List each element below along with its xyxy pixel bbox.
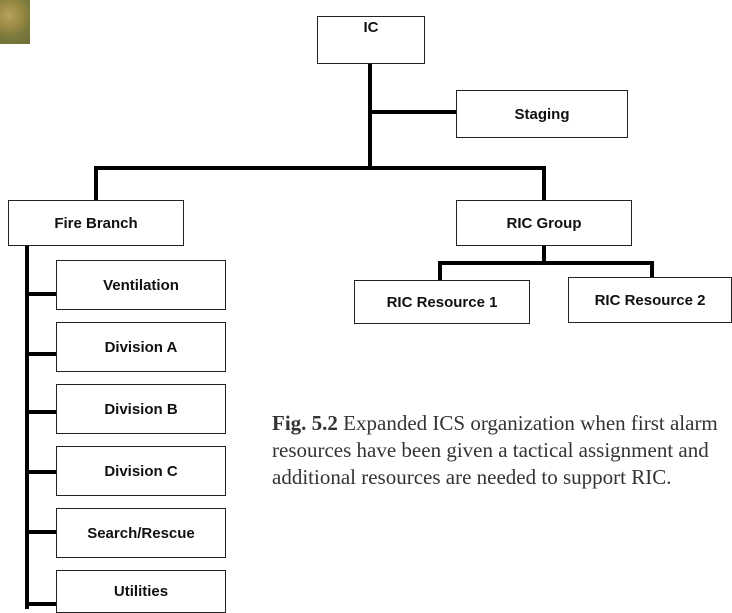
staging-label: Staging [514, 105, 570, 123]
photo-thumbnail [0, 0, 30, 44]
staging-box: Staging [456, 90, 628, 138]
fire-branch-box: Fire Branch [8, 200, 184, 246]
ric-resource-1-box: RIC Resource 1 [354, 280, 530, 324]
search-rescue-label: Search/Rescue [87, 524, 195, 542]
utilities-box: Utilities [56, 570, 226, 613]
ric-resource-1-label: RIC Resource 1 [386, 293, 498, 311]
division-b-box: Division B [56, 384, 226, 434]
figure-caption-text: Expanded ICS organization when first ala… [272, 411, 718, 489]
utilities-label: Utilities [113, 583, 169, 600]
ventilation-label: Ventilation [103, 276, 179, 294]
division-c-box: Division C [56, 446, 226, 496]
ric-group-label: RIC Group [506, 214, 582, 232]
ic-label: IC [363, 19, 379, 36]
figure-caption: Fig. 5.2 Expanded ICS organization when … [272, 410, 728, 491]
division-a-label: Division A [104, 338, 178, 356]
division-a-box: Division A [56, 322, 226, 372]
ric-resource-2-box: RIC Resource 2 [568, 277, 732, 323]
search-rescue-box: Search/Rescue [56, 508, 226, 558]
ric-group-box: RIC Group [456, 200, 632, 246]
division-b-label: Division B [104, 400, 178, 418]
ric-resource-2-label: RIC Resource 2 [594, 291, 706, 309]
ventilation-box: Ventilation [56, 260, 226, 310]
figure-number: Fig. 5.2 [272, 411, 338, 435]
ic-box: IC [317, 16, 425, 64]
fire-branch-label: Fire Branch [54, 214, 138, 232]
division-c-label: Division C [104, 462, 178, 480]
